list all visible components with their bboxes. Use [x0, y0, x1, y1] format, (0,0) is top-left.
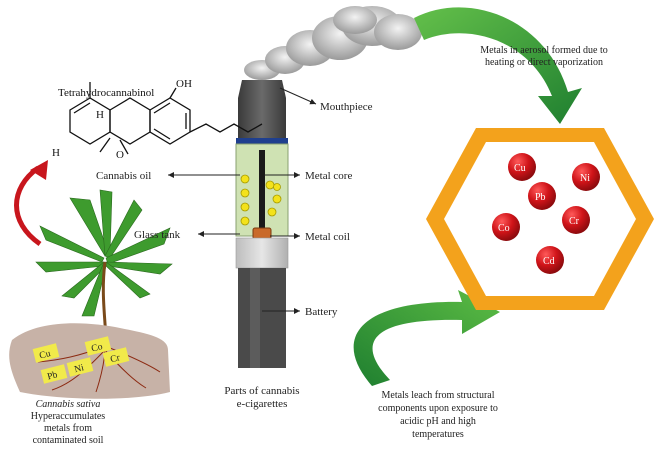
leach-caption-line4: temperatures: [412, 429, 464, 440]
h-top-label: H: [96, 109, 104, 121]
oil-droplets: [240, 174, 282, 226]
e-cigarette: [235, 80, 289, 368]
blue-ring: [236, 138, 288, 144]
green-arrow-top: [414, 7, 582, 124]
label-mouthpiece: Mouthpiece: [320, 101, 373, 113]
red-curved-arrow: [14, 165, 42, 247]
sativa-caption-line1: Cannabis sativa: [36, 399, 101, 410]
connector-part: [235, 237, 289, 269]
aerosol-caption-line2: heating or direct vaporization: [485, 57, 603, 68]
cannabis-plant: [35, 189, 173, 317]
oh-label: OH: [176, 78, 192, 90]
mouthpiece-part: [238, 80, 286, 140]
soil-metal-pb: Pb: [46, 370, 58, 382]
thc-title: Tetrahydrocannabinol: [58, 87, 154, 99]
metal-ni: Ni: [580, 173, 590, 184]
soil-metal-cu: Cu: [38, 349, 51, 361]
metal-pb: Pb: [535, 192, 546, 203]
sativa-caption-line4: contaminated soil: [33, 435, 104, 446]
battery-part: [238, 268, 286, 368]
metal-coil-part: [252, 227, 272, 240]
label-battery: Battery: [305, 306, 338, 318]
metal-cu: Cu: [514, 163, 526, 174]
leach-caption-line1: Metals leach from structural: [381, 390, 494, 401]
sativa-caption-line3: metals from: [44, 423, 92, 434]
aerosol-caption-line1: Metals in aerosol formed due to: [480, 45, 607, 56]
metal-cd: Cd: [543, 256, 555, 267]
sativa-caption-line2: Hyperaccumulates: [31, 411, 106, 422]
label-metal-core: Metal core: [305, 170, 352, 182]
green-arrow-bottom: [353, 290, 500, 386]
metal-cr: Cr: [569, 216, 580, 227]
o-ring-label: O: [116, 149, 124, 161]
leach-caption-line3: acidic pH and high: [400, 416, 476, 427]
label-cannabis-oil: Cannabis oil: [96, 170, 151, 182]
h-left-label: H: [52, 147, 60, 159]
leach-caption-line2: components upon exposure to: [378, 403, 498, 414]
soil-metal-tags: [32, 336, 130, 384]
soil-metal-cr: Cr: [109, 353, 121, 365]
parts-caption-line2: e-cigarettes: [237, 398, 288, 410]
parts-caption-line1: Parts of cannabis: [224, 385, 299, 397]
smoke-cloud: [244, 6, 422, 80]
metal-spheres: [492, 153, 600, 274]
soil-metal-ni: Ni: [73, 363, 85, 375]
thc-structure: [69, 82, 263, 155]
leader-lines: [168, 87, 317, 314]
soil-metal-co: Co: [90, 342, 103, 354]
label-glass-tank: Glass tank: [134, 229, 181, 241]
metal-co: Co: [498, 223, 510, 234]
metal-core-rod: [259, 150, 265, 232]
label-metal-coil: Metal coil: [305, 231, 350, 243]
